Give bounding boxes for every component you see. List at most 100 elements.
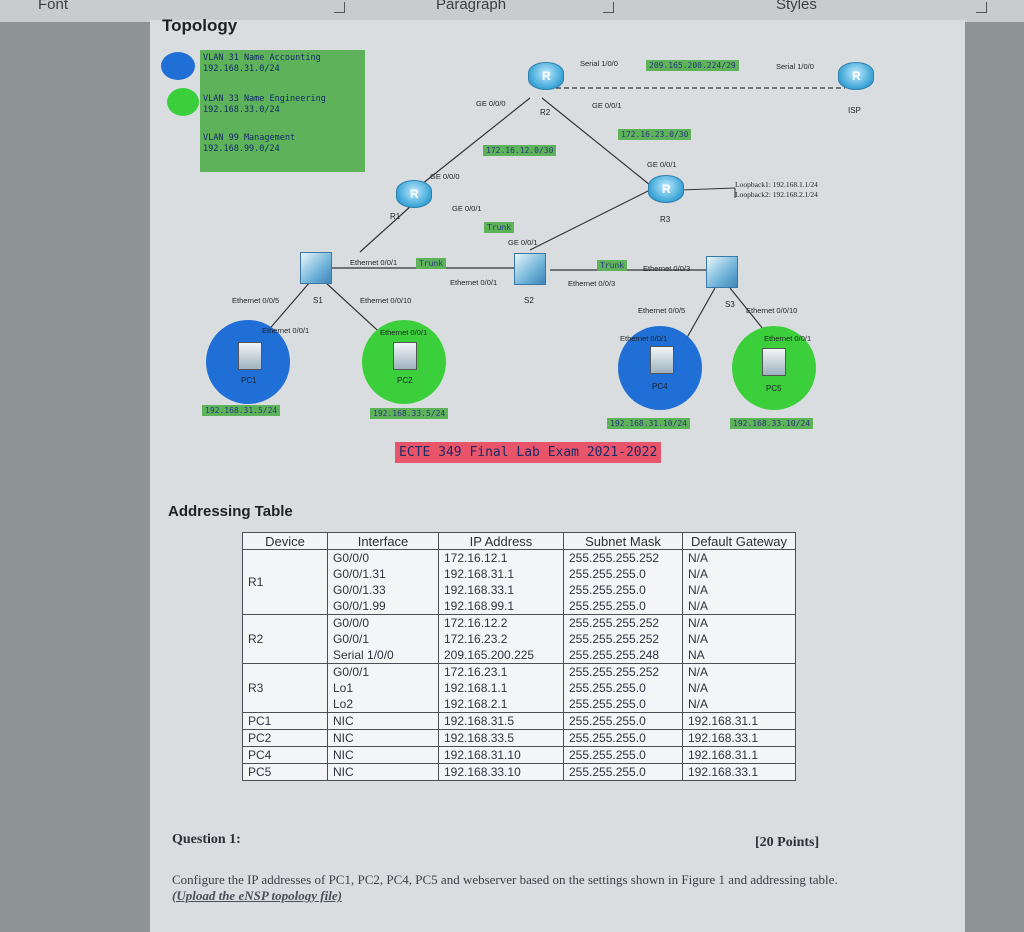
- header-default-gateway: Default Gateway: [682, 532, 796, 550]
- loopback2-label: Loopback2: 192.168.2.1/24: [735, 190, 818, 199]
- table-cell: NIC: [327, 729, 439, 747]
- table-cell: N/A: [682, 598, 796, 615]
- s1-label: S1: [313, 296, 323, 305]
- table-cell: 255.255.255.252: [563, 549, 683, 566]
- table-cell: 192.168.33.5: [438, 729, 564, 747]
- upload-topology-link[interactable]: (Upload the eNSP topology file): [172, 888, 342, 903]
- s1-eth005-label: Ethernet 0/0/5: [232, 296, 280, 305]
- pc5-label: PC5: [766, 384, 782, 393]
- topology-links: [259, 87, 845, 351]
- header-subnet-mask: Subnet Mask: [563, 532, 683, 550]
- table-cell: 192.168.33.1: [682, 763, 796, 781]
- vlan33-name: VLAN 33 Name Engineering: [203, 94, 326, 104]
- table-cell: G0/0/1.33: [327, 582, 439, 598]
- r2-label: R2: [540, 108, 551, 117]
- font-dialog-launcher-icon[interactable]: [334, 2, 345, 13]
- table-cell: N/A: [682, 582, 796, 598]
- table-cell: 192.168.31.1: [682, 712, 796, 730]
- s2-label: S2: [524, 296, 534, 305]
- trunk-label-3: Trunk: [597, 260, 628, 271]
- pc2-computer-icon[interactable]: [393, 342, 417, 370]
- s2-switch-icon[interactable]: [514, 253, 546, 285]
- table-cell: NA: [682, 647, 796, 664]
- styles-dialog-launcher-icon[interactable]: [976, 2, 987, 13]
- exam-title-banner: ECTE 349 Final Lab Exam 2021-2022: [395, 442, 662, 463]
- question-body: Configure the IP addresses of PC1, PC2, …: [172, 872, 838, 887]
- table-cell: G0/0/1.31: [327, 566, 439, 582]
- question-title: Question 1:: [172, 832, 241, 847]
- link-r1-r2: [411, 97, 531, 193]
- table-cell: N/A: [682, 696, 796, 713]
- pc5-ip-label: 192.168.33.10/24: [730, 418, 814, 429]
- pc2-label: PC2: [397, 376, 413, 385]
- table-cell: 255.255.255.0: [563, 729, 683, 747]
- header-ip-address: IP Address: [438, 532, 564, 550]
- pc4-computer-icon[interactable]: [650, 346, 674, 374]
- device-cell: R1: [242, 549, 328, 615]
- vlan31-legend-dot: [161, 52, 195, 80]
- table-cell: 255.255.255.0: [563, 582, 683, 598]
- r3-router-icon[interactable]: R: [648, 175, 684, 203]
- table-cell: 172.16.12.1: [438, 549, 564, 566]
- table-cell: 255.255.255.0: [563, 680, 683, 696]
- table-cell: 255.255.255.252: [563, 614, 683, 631]
- r2-ge001-label: GE 0/0/1: [592, 101, 622, 110]
- device-cell: R2: [242, 614, 328, 664]
- table-cell: G0/0/0: [327, 549, 439, 566]
- ribbon-styles-label: Styles: [776, 0, 817, 13]
- s3-eth003-label: Ethernet 0/0/3: [643, 264, 691, 273]
- s2-ge001-label: GE 0/0/1: [508, 238, 538, 247]
- table-cell: 172.16.23.2: [438, 631, 564, 647]
- s2-eth001-label: Ethernet 0/0/1: [450, 278, 498, 287]
- s1-switch-icon[interactable]: [300, 252, 332, 284]
- s3-switch-icon[interactable]: [706, 256, 738, 288]
- table-cell: N/A: [682, 680, 796, 696]
- table-cell: 255.255.255.252: [563, 663, 683, 680]
- table-cell: 172.16.12.2: [438, 614, 564, 631]
- question-text: Configure the IP addresses of PC1, PC2, …: [172, 872, 872, 904]
- table-cell: 255.255.255.248: [563, 647, 683, 664]
- table-cell: 255.255.255.0: [563, 566, 683, 582]
- trunk-label-2: Trunk: [416, 258, 447, 269]
- pc1-computer-icon[interactable]: [238, 342, 262, 370]
- r2-router-icon[interactable]: R: [528, 62, 564, 90]
- isp-serial-label: Serial 1/0/0: [776, 62, 814, 71]
- ribbon-paragraph-label: Paragraph: [436, 0, 507, 13]
- pc4-ip-label: 192.168.31.10/24: [607, 418, 691, 429]
- pc2-eth-label: Ethernet 0/0/1: [380, 328, 428, 337]
- pc4-label: PC4: [652, 382, 668, 391]
- table-cell: 192.168.2.1: [438, 696, 564, 713]
- table-cell: N/A: [682, 663, 796, 680]
- vlan31-name: VLAN 31 Name Accounting: [203, 53, 321, 63]
- table-cell: 192.168.31.1: [682, 746, 796, 764]
- s2-eth003-label: Ethernet 0/0/3: [568, 279, 616, 288]
- table-cell: 255.255.255.0: [563, 763, 683, 781]
- isp-label: ISP: [848, 106, 861, 115]
- r3-label: R3: [660, 215, 671, 224]
- table-cell: G0/0/1: [327, 631, 439, 647]
- table-cell: 192.168.31.1: [438, 566, 564, 582]
- vlan33-net: 192.168.33.0/24: [203, 105, 280, 115]
- table-cell: 192.168.33.1: [682, 729, 796, 747]
- r1-router-icon[interactable]: R: [396, 180, 432, 208]
- table-cell: G0/0/0: [327, 614, 439, 631]
- isp-router-icon[interactable]: R: [838, 62, 874, 90]
- word-ribbon: Font Paragraph Styles: [0, 0, 1024, 22]
- link-r1-s1: [359, 204, 413, 253]
- s1-eth0010-label: Ethernet 0/0/10: [360, 296, 412, 305]
- table-cell: 192.168.33.1: [438, 582, 564, 598]
- table-cell: N/A: [682, 566, 796, 582]
- paragraph-dialog-launcher-icon[interactable]: [603, 2, 614, 13]
- pc5-computer-icon[interactable]: [762, 348, 786, 376]
- pc5-eth-label: Ethernet 0/0/1: [764, 334, 812, 343]
- r2-ge000-label: GE 0/0/0: [476, 99, 506, 108]
- pc1-ip-label: 192.168.31.5/24: [202, 405, 281, 416]
